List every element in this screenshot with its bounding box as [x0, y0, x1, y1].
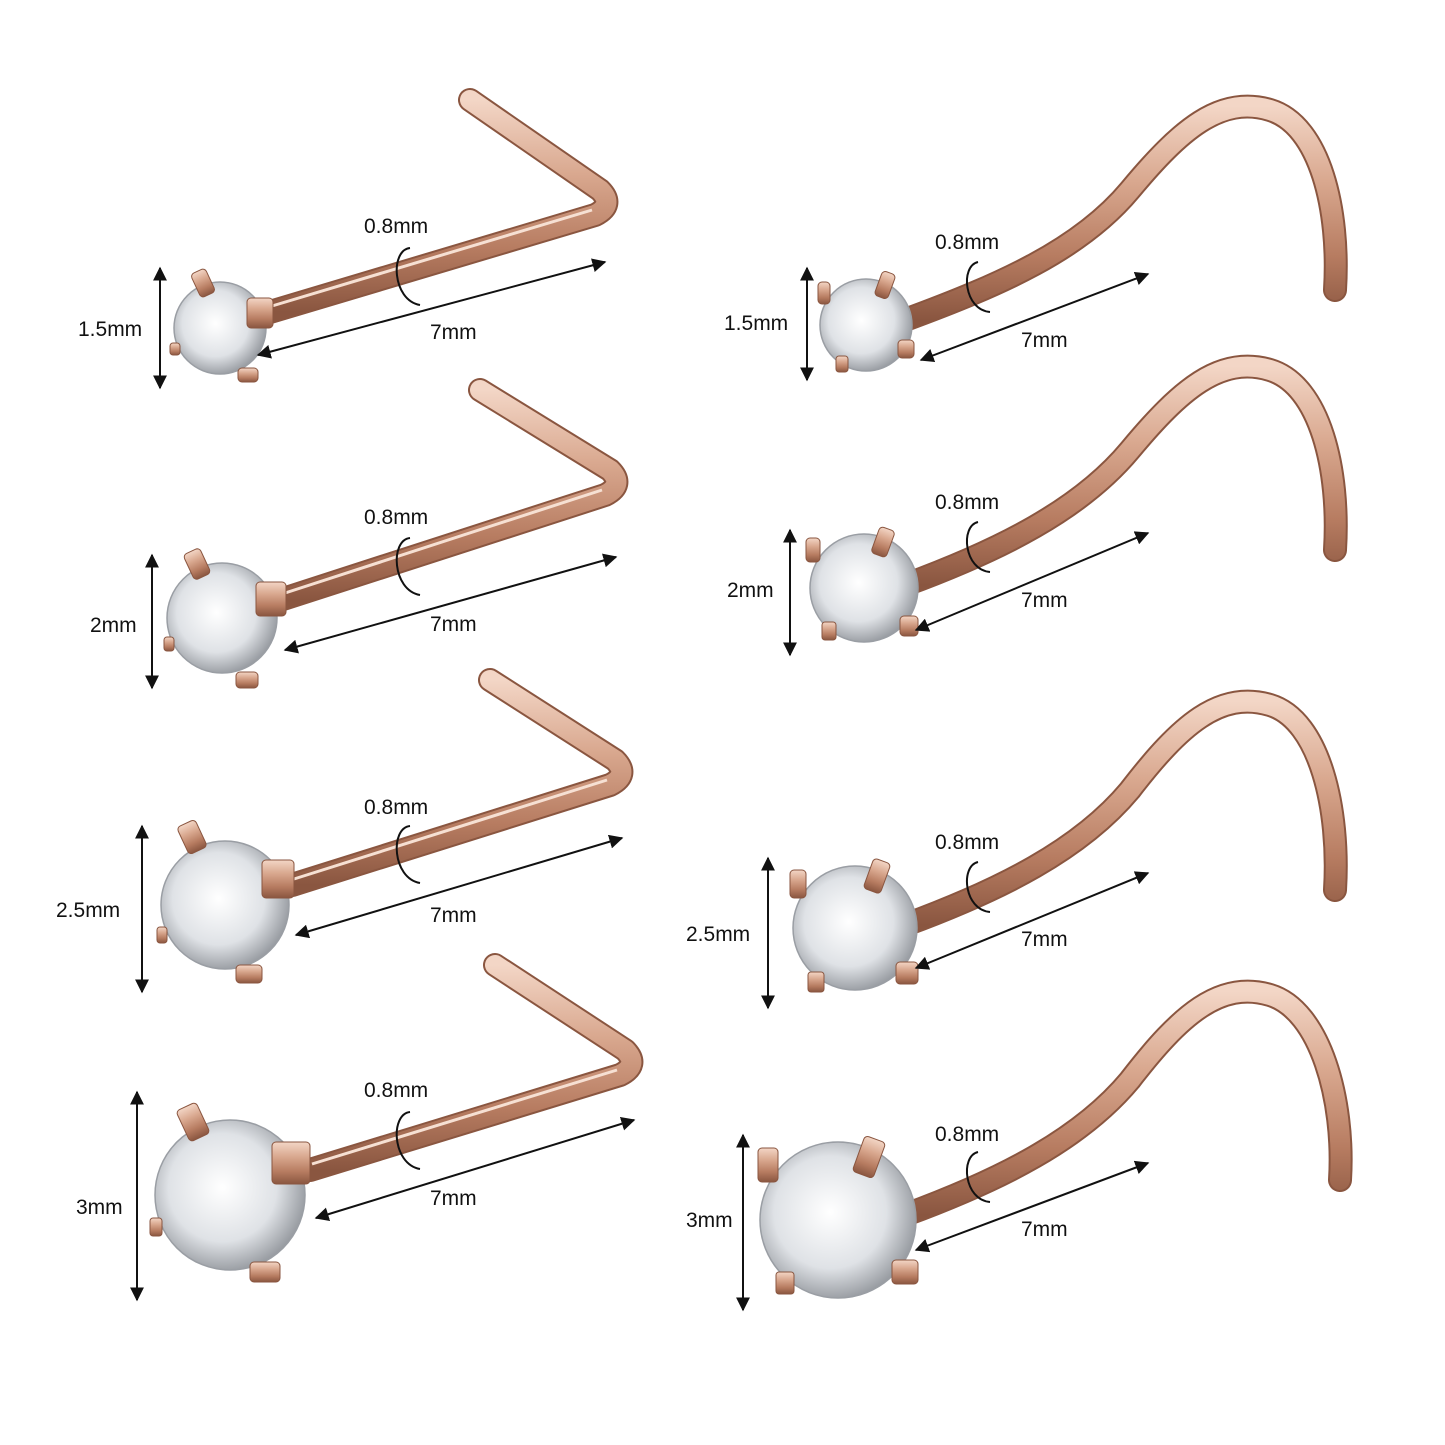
gem-size-label: 1.5mm [78, 318, 143, 341]
screw-stud-1 [817, 94, 1348, 373]
gem-size-label: 2.5mm [686, 923, 751, 946]
screw-stud-4 [757, 979, 1353, 1299]
gem-size-label: 3mm [76, 1196, 123, 1219]
gem-size-label: 2mm [727, 579, 774, 602]
length-label: 7mm [1021, 589, 1068, 612]
gauge-label: 0.8mm [935, 231, 1000, 254]
annotations [130, 247, 1150, 1312]
length-label: 7mm [430, 321, 477, 344]
screw-stud-2 [805, 354, 1348, 643]
length-label: 7mm [1021, 928, 1068, 951]
length-label: 7mm [1021, 329, 1068, 352]
gauge-label: 0.8mm [364, 506, 429, 529]
gem-size-label: 2mm [90, 614, 137, 637]
l-shape-stud-2 [163, 378, 629, 689]
length-label: 7mm [430, 1187, 477, 1210]
l-shape-stud-4 [149, 953, 644, 1283]
gem-size-label: 1.5mm [724, 312, 789, 335]
length-label: 7mm [1021, 1218, 1068, 1241]
gem-size-label: 3mm [686, 1209, 733, 1232]
l-shape-stud-3 [156, 668, 634, 984]
gem-icon [166, 562, 278, 674]
gauge-label: 0.8mm [935, 1123, 1000, 1146]
l-shape-stud-1 [169, 88, 619, 383]
gauge-label: 0.8mm [364, 215, 429, 238]
gauge-label: 0.8mm [364, 1079, 429, 1102]
length-label: 7mm [430, 904, 477, 927]
gem-icon [154, 1119, 306, 1271]
gem-icon [819, 278, 913, 372]
gem-size-label: 2.5mm [56, 899, 121, 922]
gauge-label: 0.8mm [935, 831, 1000, 854]
gauge-label: 0.8mm [935, 491, 1000, 514]
gauge-label: 0.8mm [364, 796, 429, 819]
gem-icon [160, 840, 290, 970]
length-label: 7mm [430, 613, 477, 636]
